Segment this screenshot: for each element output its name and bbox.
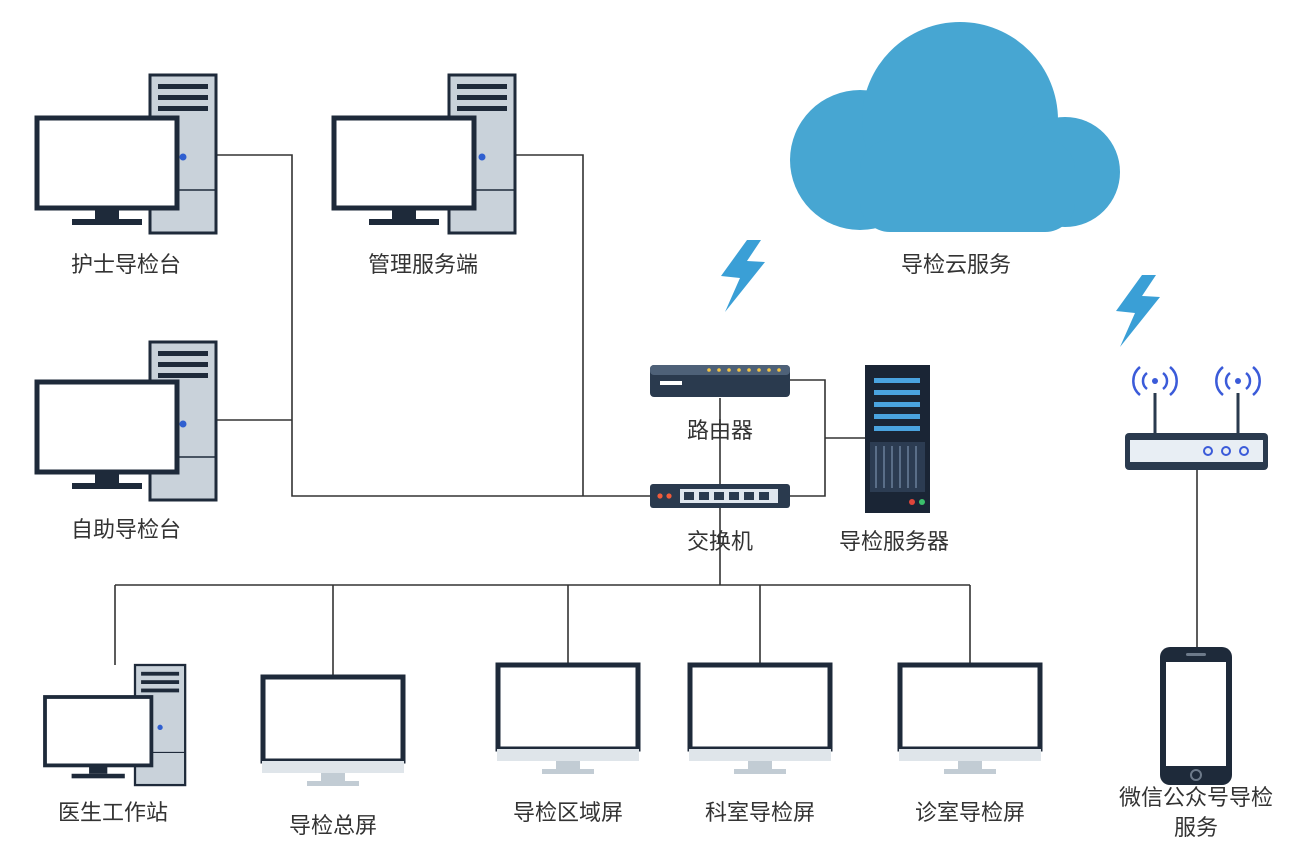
nurse-station-label: 护士导检台 <box>70 253 182 278</box>
wireless-router-icon <box>1125 366 1268 470</box>
area-screen-label: 导检区域屏 <box>512 801 624 826</box>
dept-screen-monitor-icon <box>689 665 831 774</box>
cloud-label: 导检云服务 <box>900 253 1012 278</box>
nurse-station-monitor-icon <box>37 118 177 225</box>
connection-lines <box>114 154 1198 677</box>
wechat-service-label: 微信公众号导检服务 <box>1118 786 1273 841</box>
smartphone-icon <box>1160 647 1232 785</box>
management-label: 管理服务端 <box>367 253 479 278</box>
switch-icon <box>650 484 790 508</box>
router-label: 路由器 <box>686 419 754 444</box>
cloud-icon <box>790 22 1120 232</box>
self-service-monitor-icon <box>37 382 177 489</box>
guide-server-label: 导检服务器 <box>838 530 950 555</box>
rack-server-icon <box>865 365 930 513</box>
doctor-station-monitor-icon <box>43 695 154 781</box>
router-icon <box>650 365 790 397</box>
doctor-station-label: 医生工作站 <box>57 801 169 826</box>
self-service-label: 自助导检台 <box>70 518 182 543</box>
clinic-screen-label: 诊室导检屏 <box>914 801 1026 826</box>
management-monitor-icon <box>334 118 474 225</box>
clinic-screen-monitor-icon <box>899 665 1041 774</box>
main-screen-monitor-icon <box>262 677 404 786</box>
lightning-icon-right <box>1116 275 1160 347</box>
lightning-icon <box>721 240 765 312</box>
dept-screen-label: 科室导检屏 <box>704 801 816 826</box>
main-screen-label: 导检总屏 <box>288 814 378 839</box>
switch-label: 交换机 <box>686 530 754 555</box>
area-screen-monitor-icon <box>497 665 639 774</box>
